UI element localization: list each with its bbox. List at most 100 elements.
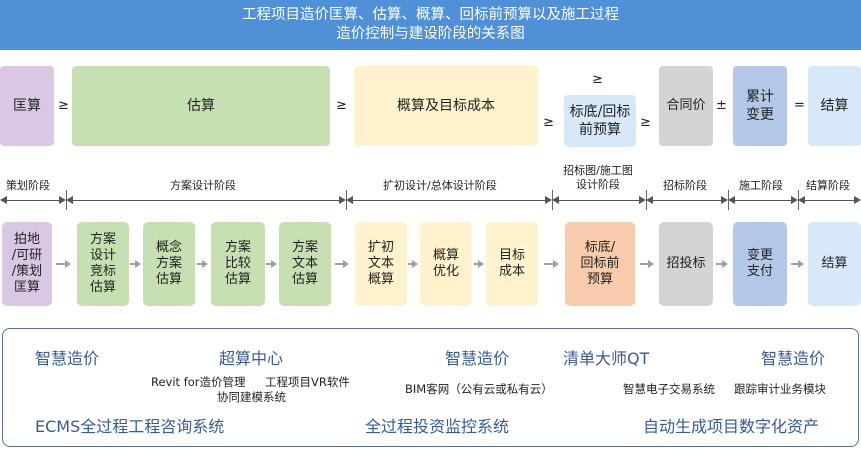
operator-ge-2: ≥ <box>336 98 347 113</box>
step-text: 回标前 <box>580 256 620 271</box>
step-text: 概念 <box>155 240 182 255</box>
diagram-title: 工程项目造价匡算、估算、概算、回标前预算以及施工过程 造价控制与建设阶段的关系图 <box>0 0 861 50</box>
step-text: 方案 <box>155 256 182 271</box>
step-gainian-box: 概念 方案 估算 <box>143 222 195 306</box>
operator-ge-4: ≥ <box>640 115 651 130</box>
step-bijiao-box: 方案 比较 估算 <box>211 222 265 306</box>
step-text: 目标 <box>498 248 525 263</box>
step-text: 招投标 <box>666 256 706 271</box>
step-text: 变更 <box>746 248 773 263</box>
zhihui-zaojia-label-1: 智慧造价 <box>35 349 100 368</box>
operator-equals: = <box>794 98 805 113</box>
jiesuan-top-label: 结算 <box>820 98 849 114</box>
step-text: 估算 <box>224 272 251 287</box>
gusuan-label: 估算 <box>187 98 215 114</box>
step-text: 扩初 <box>367 240 394 255</box>
step-text: 竞标 <box>89 264 116 279</box>
gaisuan-box: 概算及目标成本 <box>354 66 538 146</box>
genzong-shenji-label: 跟踪审计业务模块 <box>734 382 826 396</box>
phase-zhaobiaotu-arrow <box>552 196 646 204</box>
phase-zhaobiaotu-line-2: 设计阶段 <box>576 178 620 191</box>
biaodi-label-1: 标底/回标 <box>569 104 631 120</box>
vr-software-label: 工程项目VR软件 <box>265 375 350 389</box>
chaosuan-zhongxin-label: 超算中心 <box>219 349 284 368</box>
step-text: 标底/ <box>584 240 616 255</box>
step-text: 概算 <box>367 272 394 287</box>
step-jiesuan-box: 结算 <box>808 222 861 306</box>
zhihui-zaojia-label-2: 智慧造价 <box>445 349 510 368</box>
phase-jiesuan-label: 结算阶段 <box>806 179 850 192</box>
step-text: 估算 <box>291 272 318 287</box>
phase-shigong-arrow <box>728 196 798 204</box>
phase-kuochu-label: 扩初设计/总体设计阶段 <box>383 179 497 192</box>
phase-zhaobiaotu-line-1: 招标图/施工图 <box>563 164 633 177</box>
hetongjia-box: 合同价 <box>659 66 713 146</box>
hetongjia-label: 合同价 <box>666 98 706 113</box>
step-text: 方案 <box>224 240 251 255</box>
touzi-jiankong-label: 全过程投资监控系统 <box>365 417 510 436</box>
operator-ge-3: ≥ <box>543 115 554 130</box>
phase-cehua-label: 策划阶段 <box>6 179 50 192</box>
step-mubiao-box: 目标 成本 <box>486 222 538 306</box>
operator-ge-top: ≥ <box>592 72 603 87</box>
step-text: 预算 <box>586 272 613 287</box>
biaodi-box: 标底/回标 前预算 <box>564 95 636 147</box>
zhihui-zaojia-label-3: 智慧造价 <box>761 349 826 368</box>
step-text: 文本 <box>367 256 394 271</box>
revit-label: Revit for造价管理 <box>151 375 246 389</box>
step-text: 文本 <box>291 256 318 271</box>
step-text: 比较 <box>224 256 251 271</box>
operator-plusminus: ± <box>716 98 727 113</box>
step-text: 设计 <box>89 248 116 263</box>
ecms-label: ECMS全过程工程咨询系统 <box>35 417 225 436</box>
step-zhaotoubiao-box: 招投标 <box>659 222 713 306</box>
step-biangeng-box: 变更 支付 <box>733 222 787 306</box>
gaisuan-label: 概算及目标成本 <box>397 98 495 114</box>
leiji-label-2: 变更 <box>746 107 774 123</box>
step-text: 概算 <box>432 248 459 263</box>
phase-shigong-label: 施工阶段 <box>739 179 783 192</box>
step-text: 估算 <box>89 280 116 295</box>
bim-kewang-label: BIM客网（公有云或私有云） <box>405 382 553 396</box>
step-text: 方案 <box>89 232 116 247</box>
kuangsuan-label: 匡算 <box>13 98 41 114</box>
step-text: /策划 <box>11 264 43 279</box>
step-kuochu-box: 扩初 文本 概算 <box>355 222 407 306</box>
step-text: /可研 <box>11 248 43 263</box>
step-gaisuan-youhua-box: 概算 优化 <box>420 222 472 306</box>
phase-zhaobiaotu-label: 招标图/施工图 设计阶段 <box>553 164 643 192</box>
phase-jiesuan-arrow <box>798 196 861 204</box>
step-text: 支付 <box>746 264 773 279</box>
title-line-1: 工程项目造价匡算、估算、概算、回标前预算以及施工过程 <box>242 7 619 23</box>
software-panel: 智慧造价 超算中心 智慧造价 清单大师QT 智慧造价 Revit for造价管理… <box>2 328 859 447</box>
step-biaodi-box: 标底/ 回标前 预算 <box>565 222 635 306</box>
step-text: 拍地 <box>13 232 40 247</box>
step-text: 优化 <box>432 264 459 279</box>
title-line-2: 造价控制与建设阶段的关系图 <box>336 26 525 42</box>
leiji-label-1: 累计 <box>746 89 774 105</box>
kuangsuan-box: 匡算 <box>0 66 54 146</box>
phase-zhaobiao-arrow <box>646 196 728 204</box>
step-text: 估算 <box>155 272 182 287</box>
shuzihua-zichan-label: 自动生成项目数字化资产 <box>643 417 820 436</box>
phase-zhaobiao-label: 招标阶段 <box>663 179 707 192</box>
gusuan-box: 估算 <box>72 66 330 146</box>
phase-fangan-label: 方案设计阶段 <box>170 179 236 192</box>
phase-cehua-arrow <box>0 196 66 204</box>
step-fangan-jingbiao-box: 方案 设计 竞标 估算 <box>77 222 129 306</box>
step-wenben-box: 方案 文本 估算 <box>279 222 331 306</box>
biaodi-label-2: 前预算 <box>579 122 621 138</box>
step-text: 结算 <box>821 256 848 271</box>
step-paidi-box: 拍地 /可研 /策划 匡算 <box>2 222 52 306</box>
step-text: 成本 <box>498 264 525 279</box>
leiji-box: 累计 变更 <box>733 66 787 146</box>
step-text: 方案 <box>291 240 318 255</box>
xietong-jianmo-label: 协同建模系统 <box>217 390 286 404</box>
phase-fangan-arrow <box>66 196 346 204</box>
operator-ge-1: ≥ <box>58 98 69 113</box>
dianzi-jiaoyi-label: 智慧电子交易系统 <box>623 382 715 396</box>
qingdan-dashi-label: 清单大师QT <box>563 349 650 368</box>
jiesuan-top-box: 结算 <box>808 66 861 146</box>
step-text: 匡算 <box>13 280 40 295</box>
phase-kuochu-arrow <box>346 196 552 204</box>
